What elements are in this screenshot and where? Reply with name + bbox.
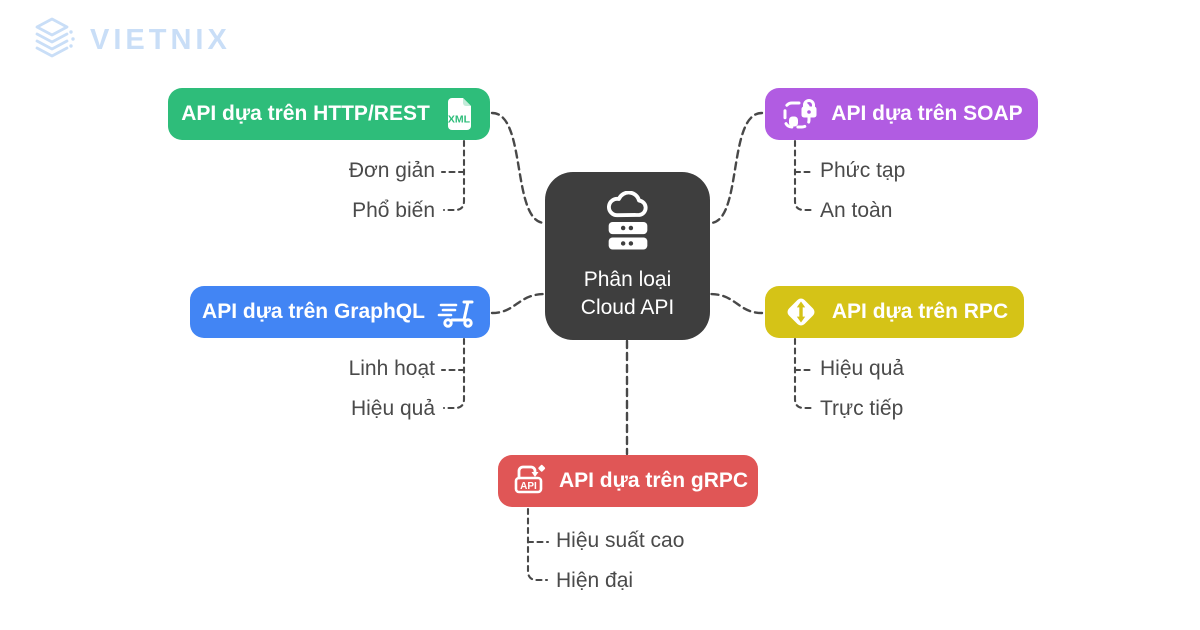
sub-label-an-toan: An toàn xyxy=(820,199,893,222)
central-node: Phân loại Cloud API xyxy=(545,172,710,340)
sub-label-hieu-qua-graphql: Hiệu quả xyxy=(350,397,435,420)
sub-label-don-gian: Đơn giản xyxy=(348,159,435,182)
vietnix-wordmark: VIETNIX xyxy=(90,24,231,56)
branch-label-rpc: API dựa trên RPC xyxy=(831,300,1009,323)
branch-node-graphql: API dựa trên GraphQL xyxy=(190,286,490,338)
branch-label-grpc: API dựa trên gRPC xyxy=(558,469,749,492)
connector-http-rest-children xyxy=(442,139,466,212)
sub-label-hieu-suat-cao: Hiệu suất cao xyxy=(556,529,685,552)
svg-text:XML: XML xyxy=(448,114,471,126)
svg-text:API: API xyxy=(520,481,537,492)
branch-label-http-rest: API dựa trên HTTP/REST xyxy=(181,102,430,125)
connector-grpc-children xyxy=(526,507,549,582)
connector-soap xyxy=(708,111,764,225)
diamond-arrows-icon xyxy=(781,292,821,332)
connector-http-rest xyxy=(490,111,547,225)
central-title-line2: Cloud API xyxy=(580,295,675,319)
sub-label-hieu-qua-rpc: Hiệu quả xyxy=(820,357,905,380)
sub-label-truc-tiep: Trực tiếp xyxy=(820,397,904,420)
scooter-icon xyxy=(436,292,478,332)
sub-label-linh-hoat: Linh hoạt xyxy=(348,357,435,380)
sub-label-phuc-tap: Phức tạp xyxy=(820,159,906,182)
branch-node-rpc: API dựa trên RPC xyxy=(765,286,1024,338)
xml-file-icon: XML xyxy=(441,96,477,132)
connector-graphql-children xyxy=(442,337,466,410)
connector-graphql xyxy=(490,292,547,315)
scan-lock-icon xyxy=(780,94,820,134)
branch-label-graphql: API dựa trên GraphQL xyxy=(202,300,425,323)
vietnix-logo: VIETNIX xyxy=(28,12,231,69)
api-box-icon: API xyxy=(508,461,548,501)
connector-soap-children xyxy=(793,139,815,212)
central-title-line1: Phân loại xyxy=(583,268,672,292)
layers-stack-icon xyxy=(28,12,80,69)
connector-rpc xyxy=(708,292,764,315)
branch-label-soap: API dựa trên SOAP xyxy=(831,102,1023,125)
branch-node-http-rest: API dựa trên HTTP/REST XML xyxy=(168,88,490,140)
cloud-server-icon xyxy=(599,190,657,258)
connector-rpc-children xyxy=(793,337,815,410)
branch-node-soap: API dựa trên SOAP xyxy=(765,88,1038,140)
sub-label-hien-dai: Hiện đại xyxy=(556,569,634,592)
branch-node-grpc: API API dựa trên gRPC xyxy=(498,455,758,507)
sub-label-pho-bien: Phổ biến xyxy=(352,199,435,222)
